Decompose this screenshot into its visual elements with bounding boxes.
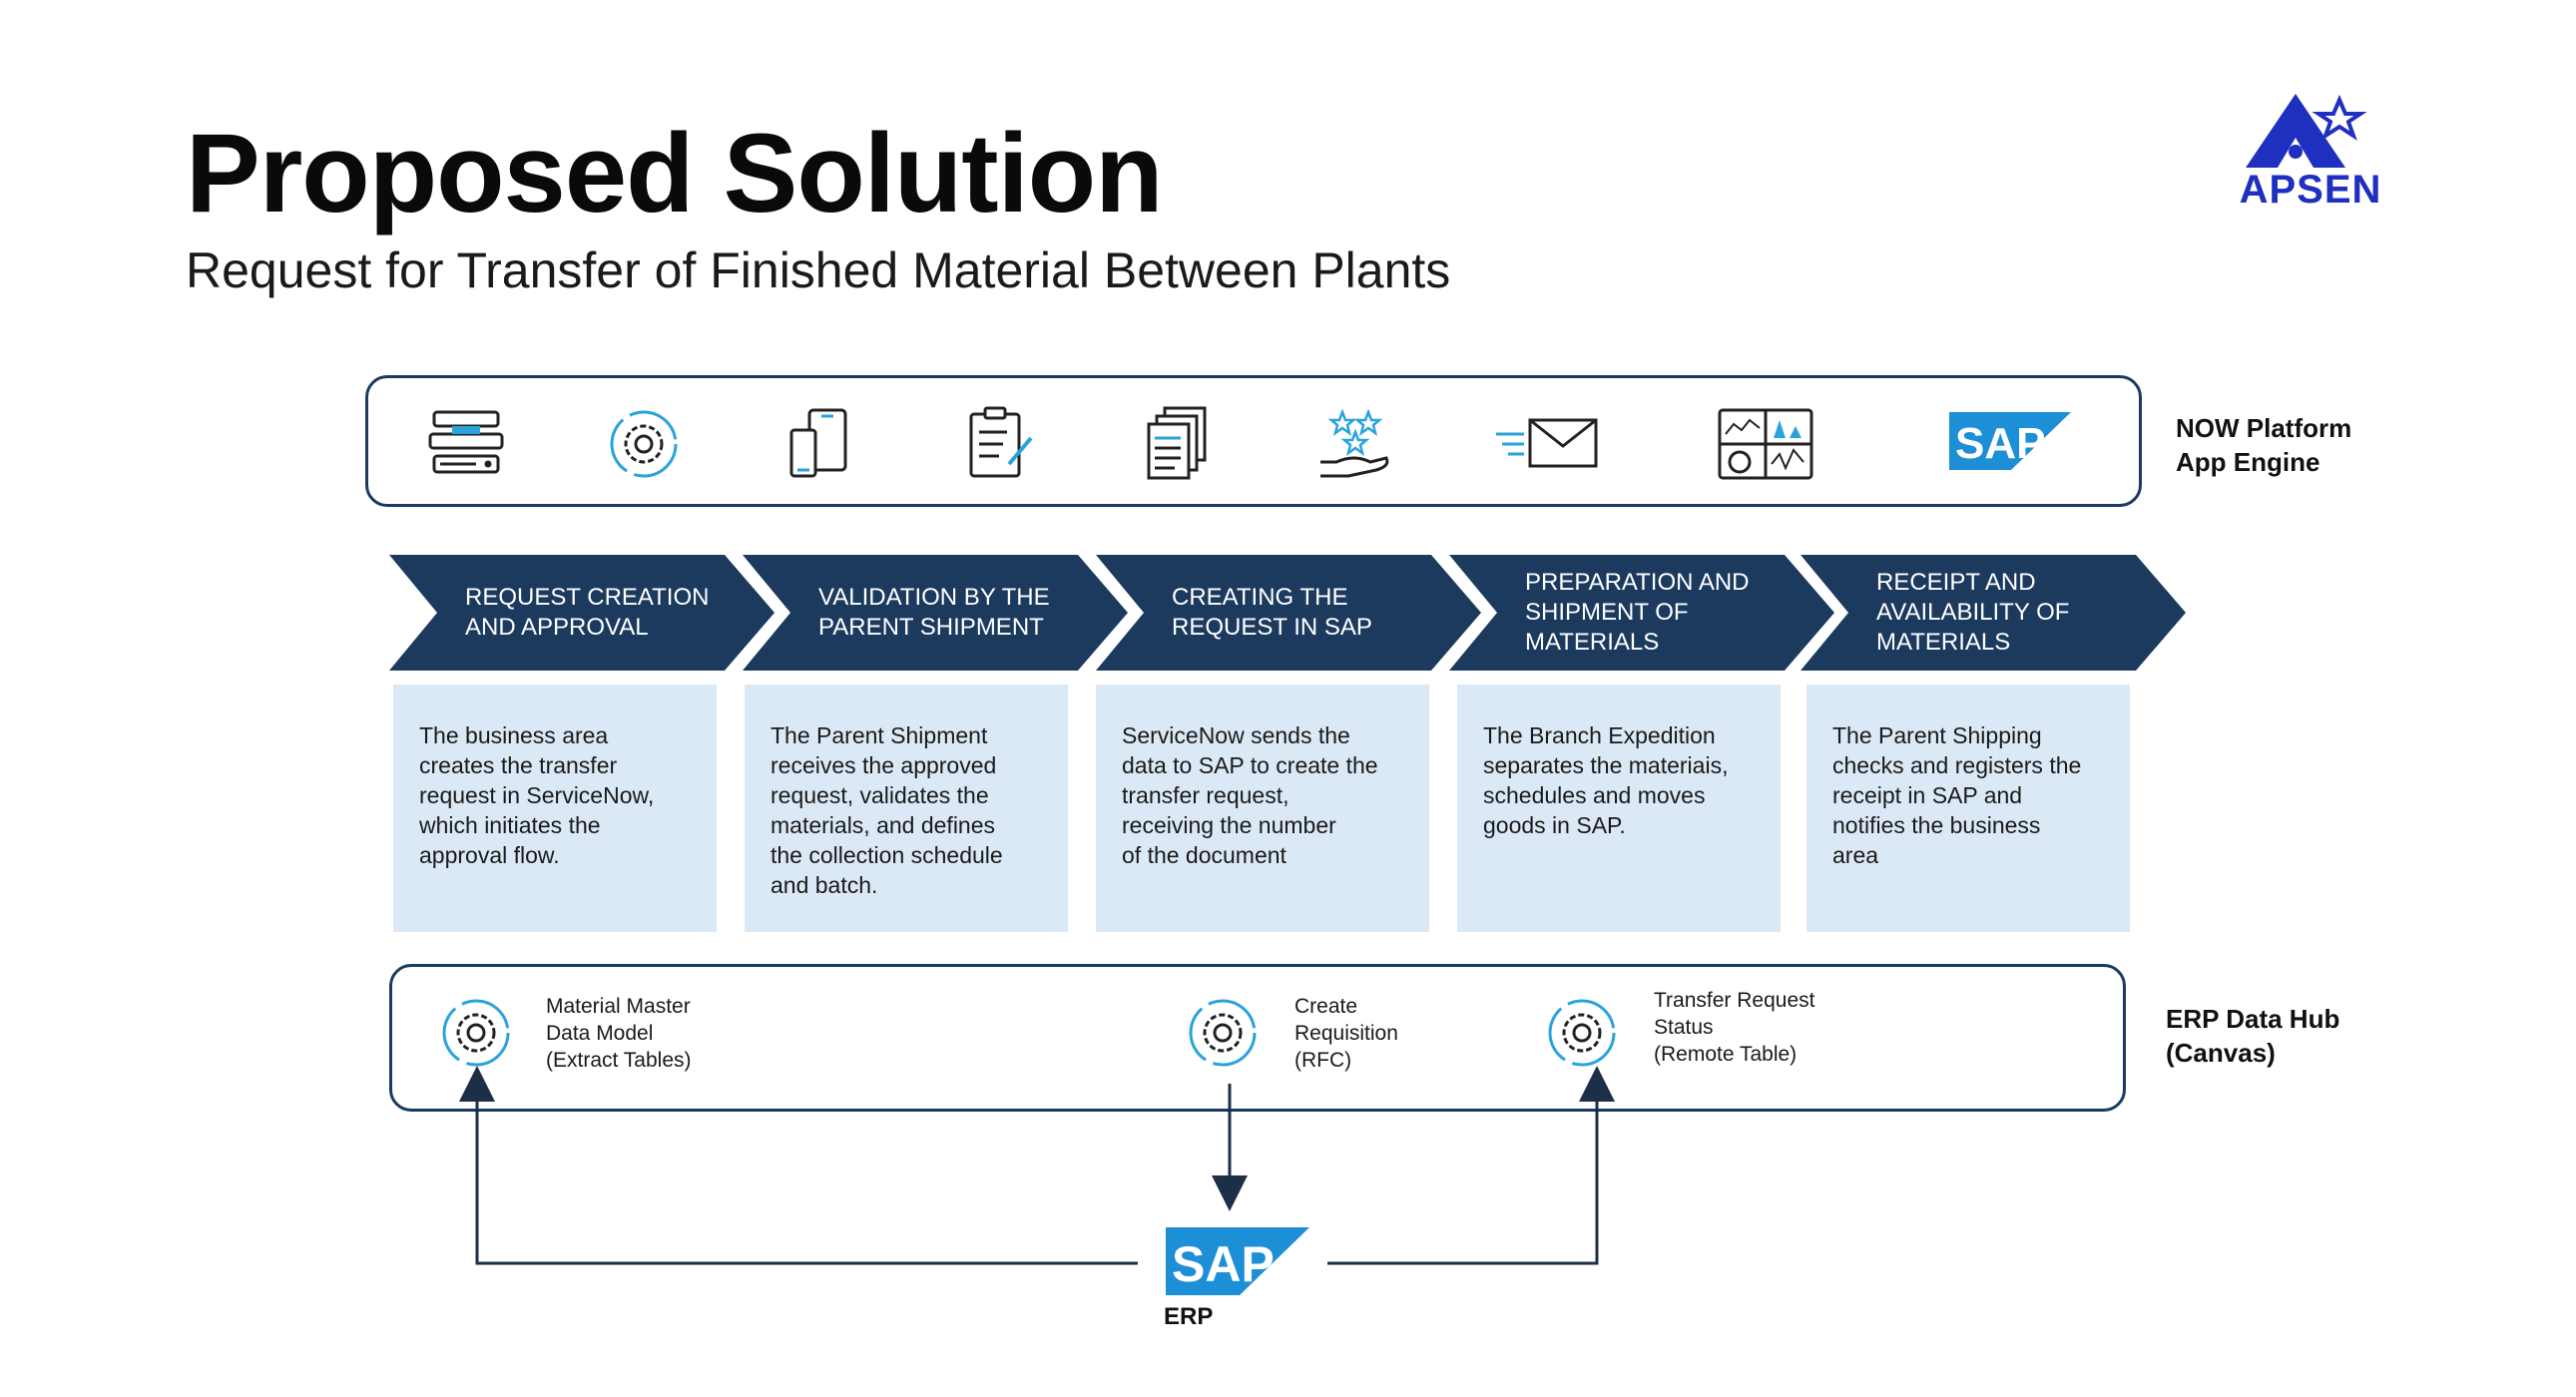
documents-icon: [1137, 406, 1217, 482]
gear-cycle-icon: [604, 406, 684, 482]
now-platform-label-line1: NOW Platform: [2176, 413, 2352, 443]
fast-mail-icon: [1492, 406, 1602, 482]
now-platform-label-line2: App Engine: [2176, 447, 2320, 477]
apsen-logo: APSEN: [2226, 86, 2395, 212]
svg-text:SAP: SAP: [1172, 1236, 1275, 1292]
mobile-devices-icon: [781, 406, 861, 482]
page-title: Proposed Solution: [186, 111, 1164, 235]
page-subtitle: Request for Transfer of Finished Materia…: [186, 242, 1451, 298]
erp-label: ERP: [1164, 1303, 1214, 1330]
clipboard-edit-icon: [959, 406, 1039, 482]
gear-cycle-icon: [1189, 999, 1257, 1067]
gear-cycle-icon: [442, 999, 510, 1067]
erp-data-hub-label-line1: ERP Data Hub: [2166, 1004, 2340, 1034]
gear-cycle-icon: [1548, 999, 1616, 1067]
dashboard-icon: [1716, 406, 1815, 482]
erp-data-hub-label: ERP Data Hub (Canvas): [2166, 1002, 2339, 1070]
sap-logo-icon: SAP: [1945, 406, 2075, 482]
erp-sap-logo-icon: SAP: [1164, 1225, 1311, 1297]
logo-text: APSEN: [2239, 168, 2382, 212]
erp-data-hub-label-line2: (Canvas): [2166, 1038, 2276, 1068]
now-platform-label: NOW Platform App Engine: [2176, 411, 2351, 479]
svg-text:SAP: SAP: [1955, 419, 2045, 468]
mountain-logo-icon: [2246, 94, 2367, 168]
hand-stars-icon: [1314, 406, 1394, 482]
server-stack-icon: [426, 406, 506, 482]
now-platform-icon-bar: SAP: [365, 375, 2142, 507]
